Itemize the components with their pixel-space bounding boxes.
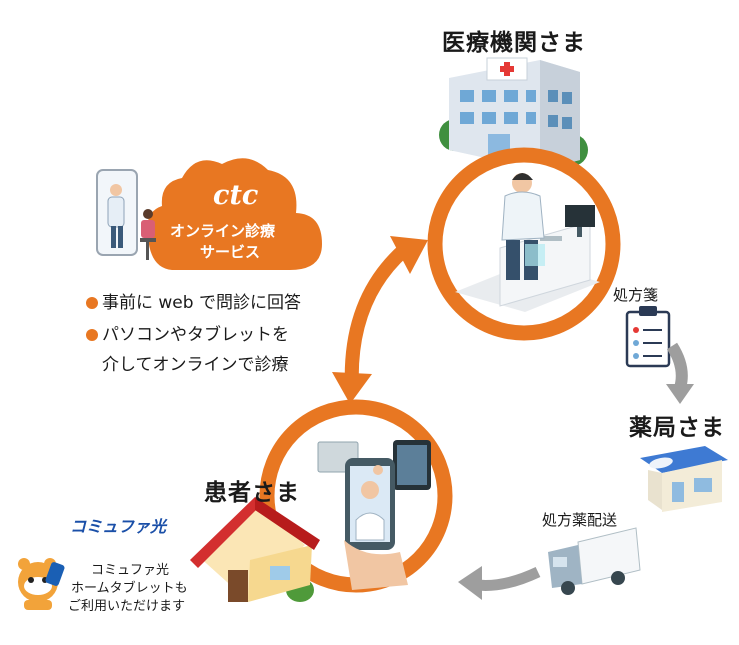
bullet-item: 事前に web で問診に回答	[86, 288, 301, 313]
phone-consult-icon	[96, 169, 156, 260]
pharmacy-title: 薬局さま	[629, 415, 725, 441]
commufa-line2: ホームタブレットも	[71, 581, 188, 596]
hospital-title: 医療機関さま	[442, 30, 586, 56]
central-flow-arrow-icon	[332, 236, 428, 404]
raccoon-mascot-icon	[18, 558, 65, 610]
cloud-icon	[147, 158, 322, 270]
bullet-text: パソコンやタブレットを	[102, 325, 289, 345]
bullet-item-continued: 介してオンラインで診療	[102, 350, 289, 375]
prescription-clipboard-icon	[625, 306, 671, 368]
bullet-dot-icon	[86, 329, 98, 341]
commufa-logo: コミュファ光	[70, 517, 167, 536]
patient-title: 患者さま	[204, 480, 300, 506]
ctc-logo: ctc	[213, 180, 259, 211]
bullet-text: 事前に web で問診に回答	[102, 293, 301, 313]
commufa-line3: ご利用いただけます	[68, 599, 186, 614]
delivery-label: 処方薬配送	[542, 511, 618, 529]
doctor-at-desk-icon	[455, 173, 600, 312]
tablet-video-call-icon	[317, 440, 431, 590]
bullet-text: 介してオンラインで診療	[102, 355, 289, 375]
arrow-to-pharmacy-icon	[666, 342, 694, 404]
delivery-truck-icon	[548, 527, 641, 595]
service-name-line2: サービス	[200, 243, 261, 261]
service-name-line1: オンライン診療	[170, 222, 276, 240]
pharmacy-building-icon	[640, 446, 728, 512]
commufa-line1: コミュファ光	[91, 563, 170, 578]
prescription-label: 処方箋	[613, 286, 659, 304]
bullet-item: パソコンやタブレットを	[86, 320, 289, 345]
bullet-dot-icon	[86, 297, 98, 309]
house-icon	[190, 497, 320, 602]
hospital-building-icon	[439, 57, 588, 170]
arrow-to-patient-icon	[458, 566, 541, 600]
